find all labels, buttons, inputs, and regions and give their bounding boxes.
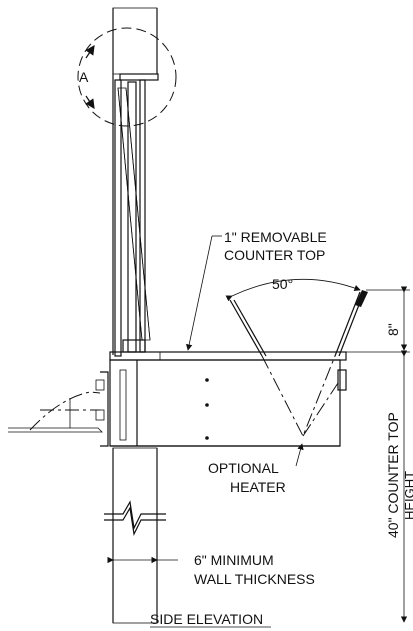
cabinet-body bbox=[109, 359, 347, 447]
heater-callout: OPTIONAL HEATER bbox=[208, 443, 304, 495]
heater-label-line1: OPTIONAL bbox=[208, 460, 279, 476]
view-title: SIDE ELEVATION bbox=[150, 611, 271, 628]
angle-dimension: 50° bbox=[225, 276, 361, 302]
wall-lower bbox=[104, 447, 166, 624]
countertop-label-line1: 1" REMOVABLE bbox=[224, 229, 327, 245]
clearance-label: 8" bbox=[385, 323, 401, 336]
wall-label-line1: 6" MINIMUM bbox=[194, 552, 274, 568]
counter-height-dimension: 40" COUNTER TOP HEIGHT bbox=[385, 350, 413, 623]
detail-callout-label: A bbox=[79, 69, 89, 85]
angle-label: 50° bbox=[272, 276, 293, 292]
counter-height-label: 40" COUNTER TOP bbox=[385, 412, 401, 538]
counter-height-cut-label: HEIGHT bbox=[402, 471, 413, 520]
exterior-tray bbox=[8, 371, 109, 447]
wall-thickness-dimension: 6" MINIMUM WALL THICKNESS bbox=[107, 552, 315, 587]
window-frame bbox=[114, 73, 159, 357]
countertop-label-line2: COUNTER TOP bbox=[224, 247, 325, 263]
detail-callout-a: A bbox=[77, 27, 177, 127]
view-title-text: SIDE ELEVATION bbox=[150, 611, 263, 627]
clearance-dimension: 8" bbox=[366, 286, 410, 351]
drawer-lid bbox=[229, 290, 368, 438]
countertop-callout: 1" REMOVABLE COUNTER TOP bbox=[186, 229, 327, 351]
heater-label-line2: HEATER bbox=[230, 479, 286, 495]
wall-label-line2: WALL THICKNESS bbox=[194, 571, 315, 587]
